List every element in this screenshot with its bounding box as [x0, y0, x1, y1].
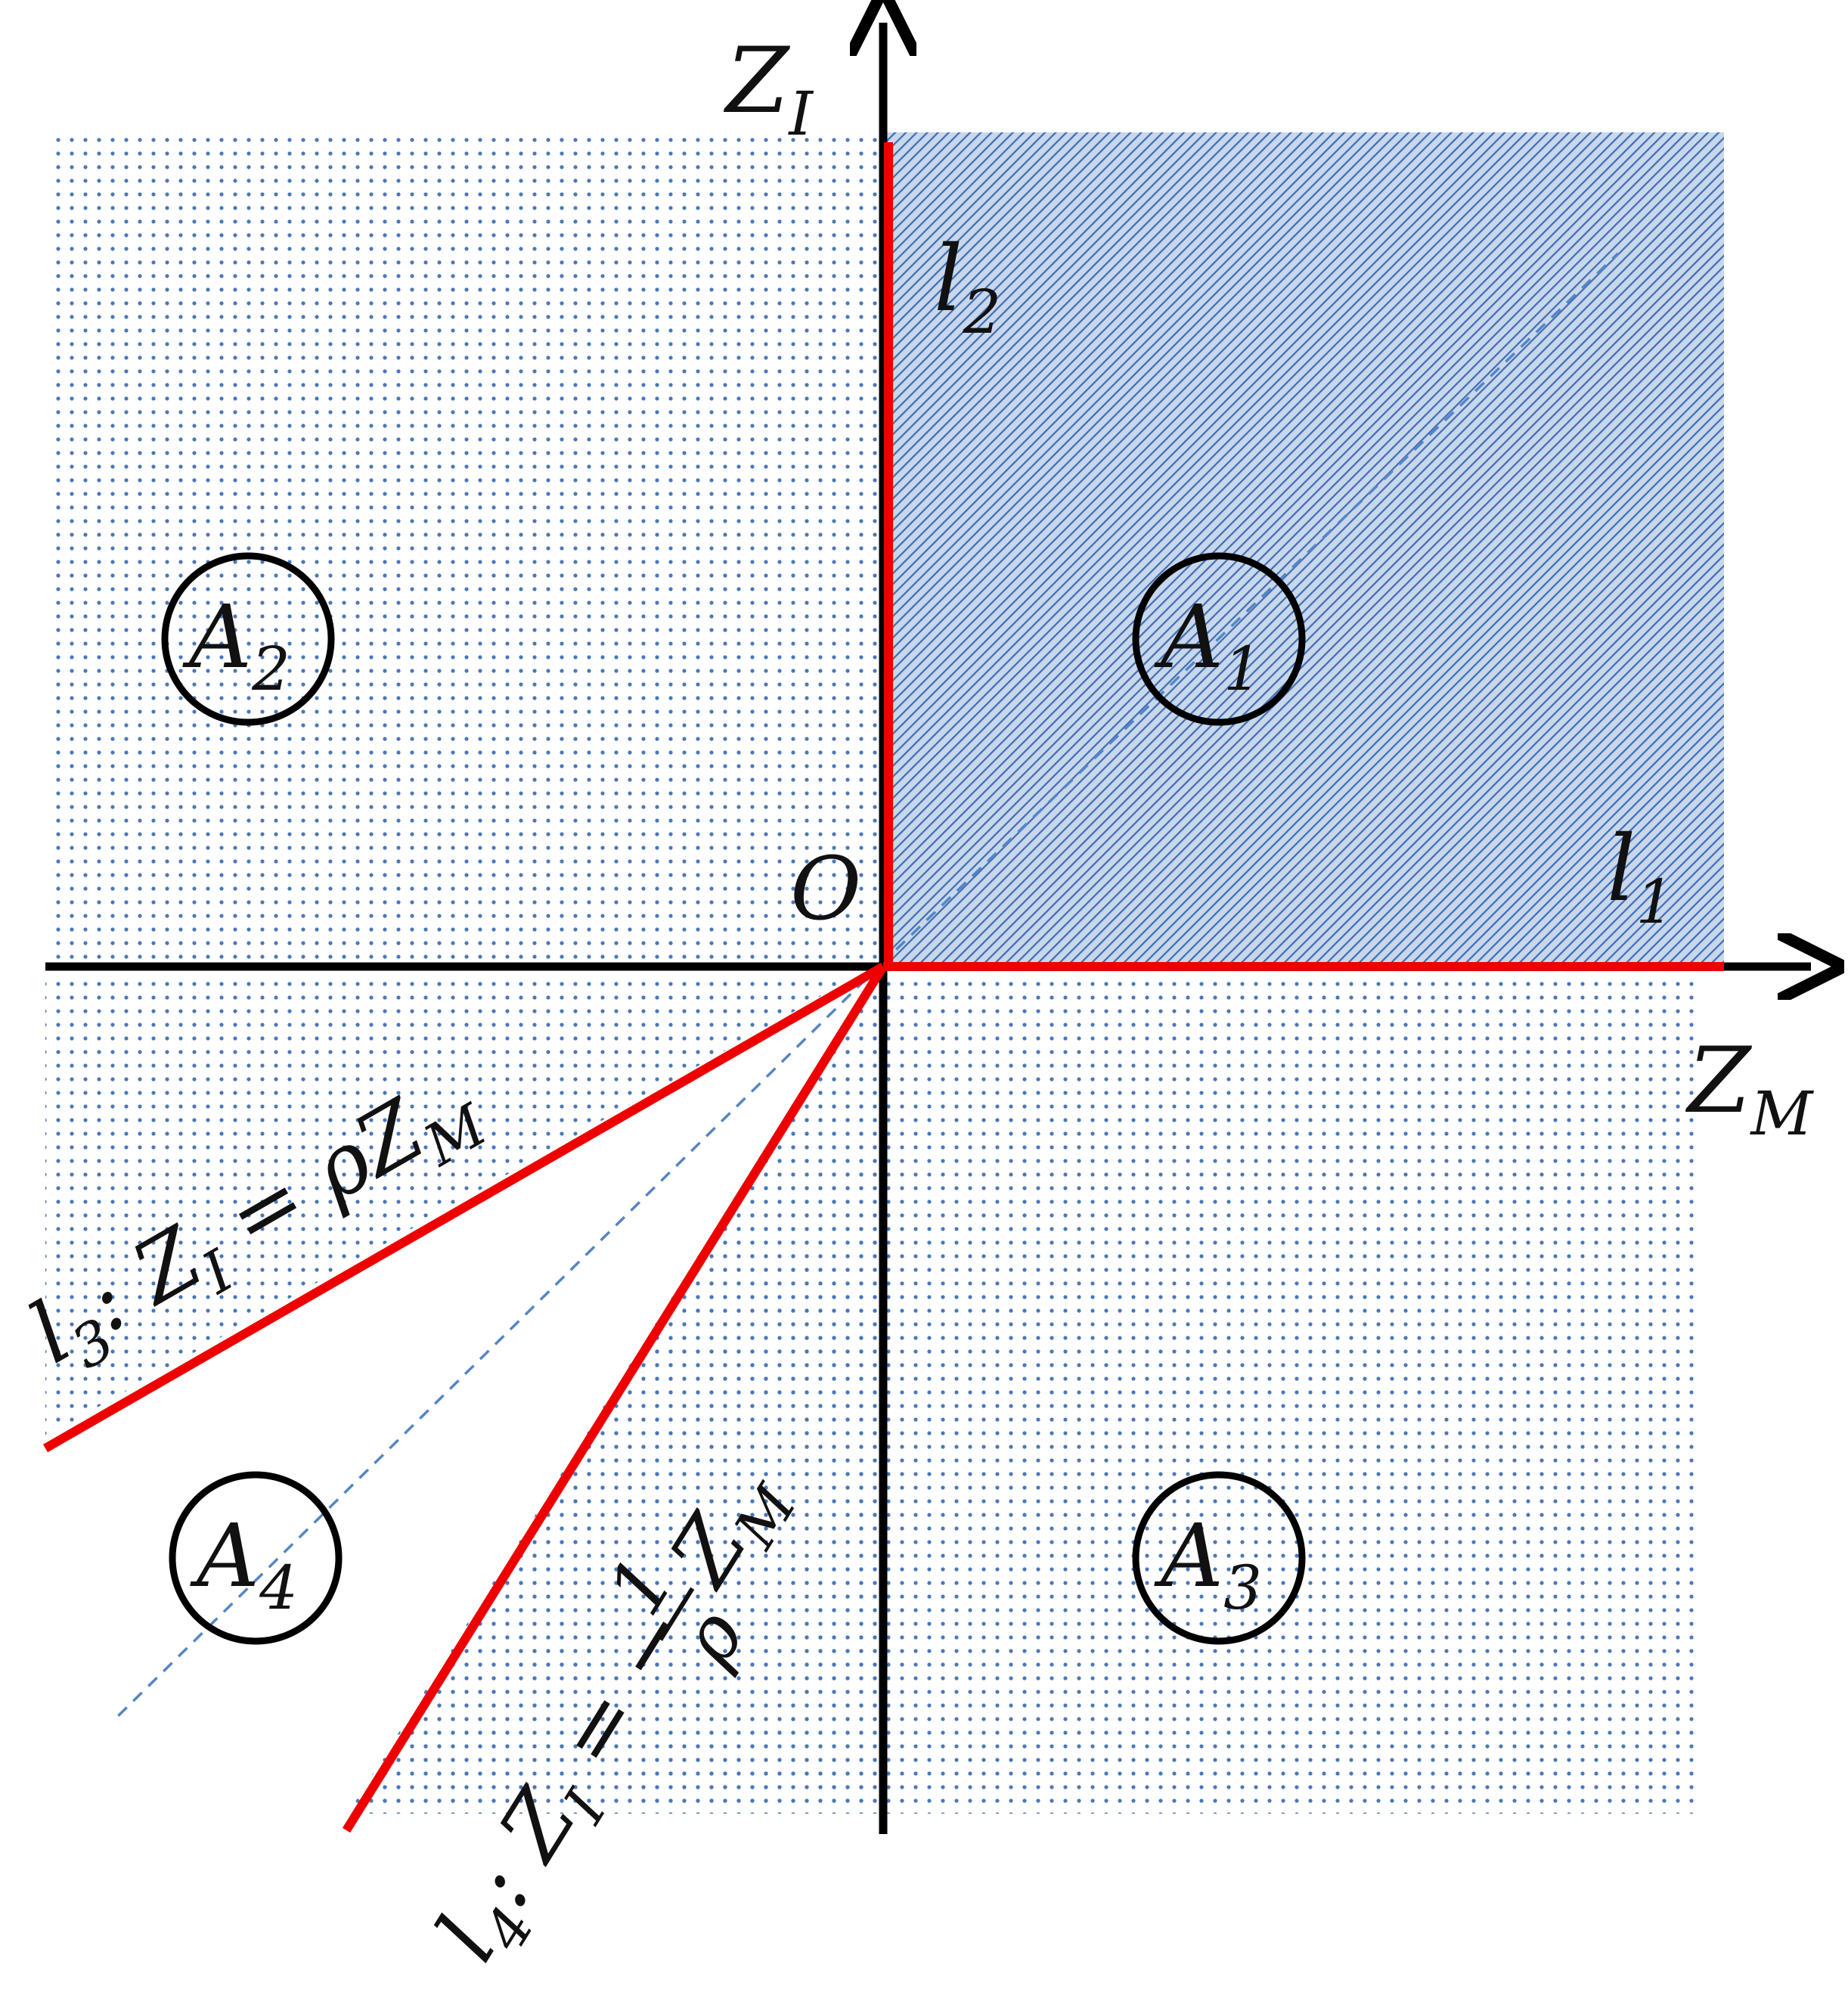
region-a2-label: A2 — [182, 587, 290, 704]
region-a3-circle — [1132, 1471, 1306, 1645]
x-axis-label: ZM — [1685, 1029, 1814, 1149]
line-l2-label: l2 — [934, 227, 1001, 347]
region-a2-fill — [53, 132, 881, 964]
region-a1-label: A1 — [1154, 587, 1262, 704]
line-l1-label: l1 — [1607, 817, 1674, 937]
line-l4-frac-bar — [658, 1587, 695, 1641]
region-a3-label: A3 — [1154, 1506, 1262, 1623]
bottom-clear — [0, 1814, 1848, 2008]
region-a3-fill — [885, 976, 1701, 1814]
wedge-gap — [42, 964, 881, 1830]
origin-label: O — [790, 839, 861, 940]
dashed-bisector-upper — [879, 252, 1620, 966]
region-a2-circle — [161, 552, 335, 726]
line-l3 — [43, 962, 885, 1453]
region-a4-label: A4 — [190, 1506, 298, 1623]
dashed-bisector-lower — [112, 963, 882, 1722]
region-a1-circle — [1132, 552, 1306, 726]
y-axis-label: ZI — [723, 29, 814, 149]
region-a4-circle — [169, 1471, 343, 1645]
line-l4 — [342, 964, 888, 1833]
